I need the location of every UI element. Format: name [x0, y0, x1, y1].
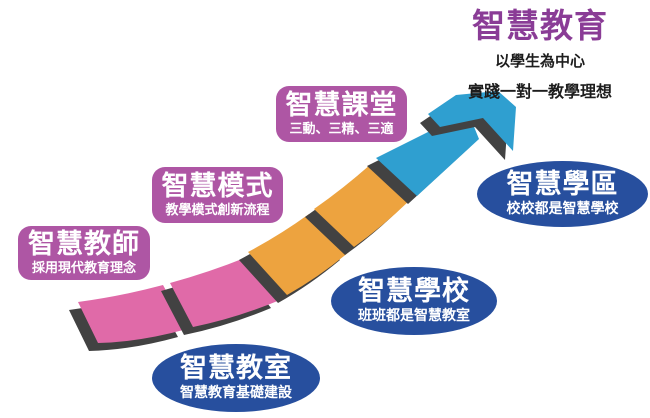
header-block: 智慧教育 以學生為中心 實踐一對一教學理想 [436, 6, 644, 102]
label-smart-mode-subtitle: 教學模式創新流程 [165, 202, 270, 218]
tile-step-1 [69, 285, 187, 351]
label-smart-teacher-subtitle: 採用現代教育理念 [31, 260, 136, 276]
tile-step-1-face [78, 285, 187, 343]
header-subtitle-1: 以學生為中心 [494, 52, 585, 71]
oval-smart-district: 智慧學區 校校都是智慧學校 [477, 161, 648, 227]
oval-smart-district-title: 智慧學區 [506, 169, 619, 201]
oval-smart-school-title: 智慧學校 [358, 276, 470, 308]
oval-smart-classroom: 智慧教室 智慧教育基礎建設 [152, 344, 320, 412]
label-smart-mode-title: 智慧模式 [161, 170, 274, 202]
label-smart-teacher-title: 智慧教師 [28, 228, 140, 260]
tile-step-4-face [314, 164, 409, 247]
page-title: 智慧教育 [472, 6, 608, 45]
header-subtitle-2: 實踐一對一教學理想 [467, 82, 612, 102]
label-smart-mode: 智慧模式 教學模式創新流程 [152, 167, 283, 223]
oval-smart-district-subtitle: 校校都是智慧學校 [506, 200, 619, 217]
arrowhead-face [428, 91, 516, 151]
oval-smart-school-subtitle: 班班都是智慧教室 [358, 307, 470, 324]
label-smart-class-title: 智慧課堂 [285, 89, 398, 121]
tile-step-4 [305, 164, 409, 255]
oval-smart-classroom-subtitle: 智慧教育基礎建設 [180, 384, 292, 401]
oval-smart-classroom-title: 智慧教室 [180, 353, 292, 385]
label-smart-teacher: 智慧教師 採用現代教育理念 [18, 226, 150, 280]
label-smart-class: 智慧課堂 三動、三精、三適 [276, 86, 407, 142]
label-smart-class-subtitle: 三動、三精、三適 [289, 121, 394, 137]
arrowhead [420, 91, 516, 160]
tile-step-5-face [376, 112, 479, 196]
tile-step-5 [367, 112, 479, 204]
oval-smart-school: 智慧學校 班班都是智慧教室 [331, 267, 497, 335]
